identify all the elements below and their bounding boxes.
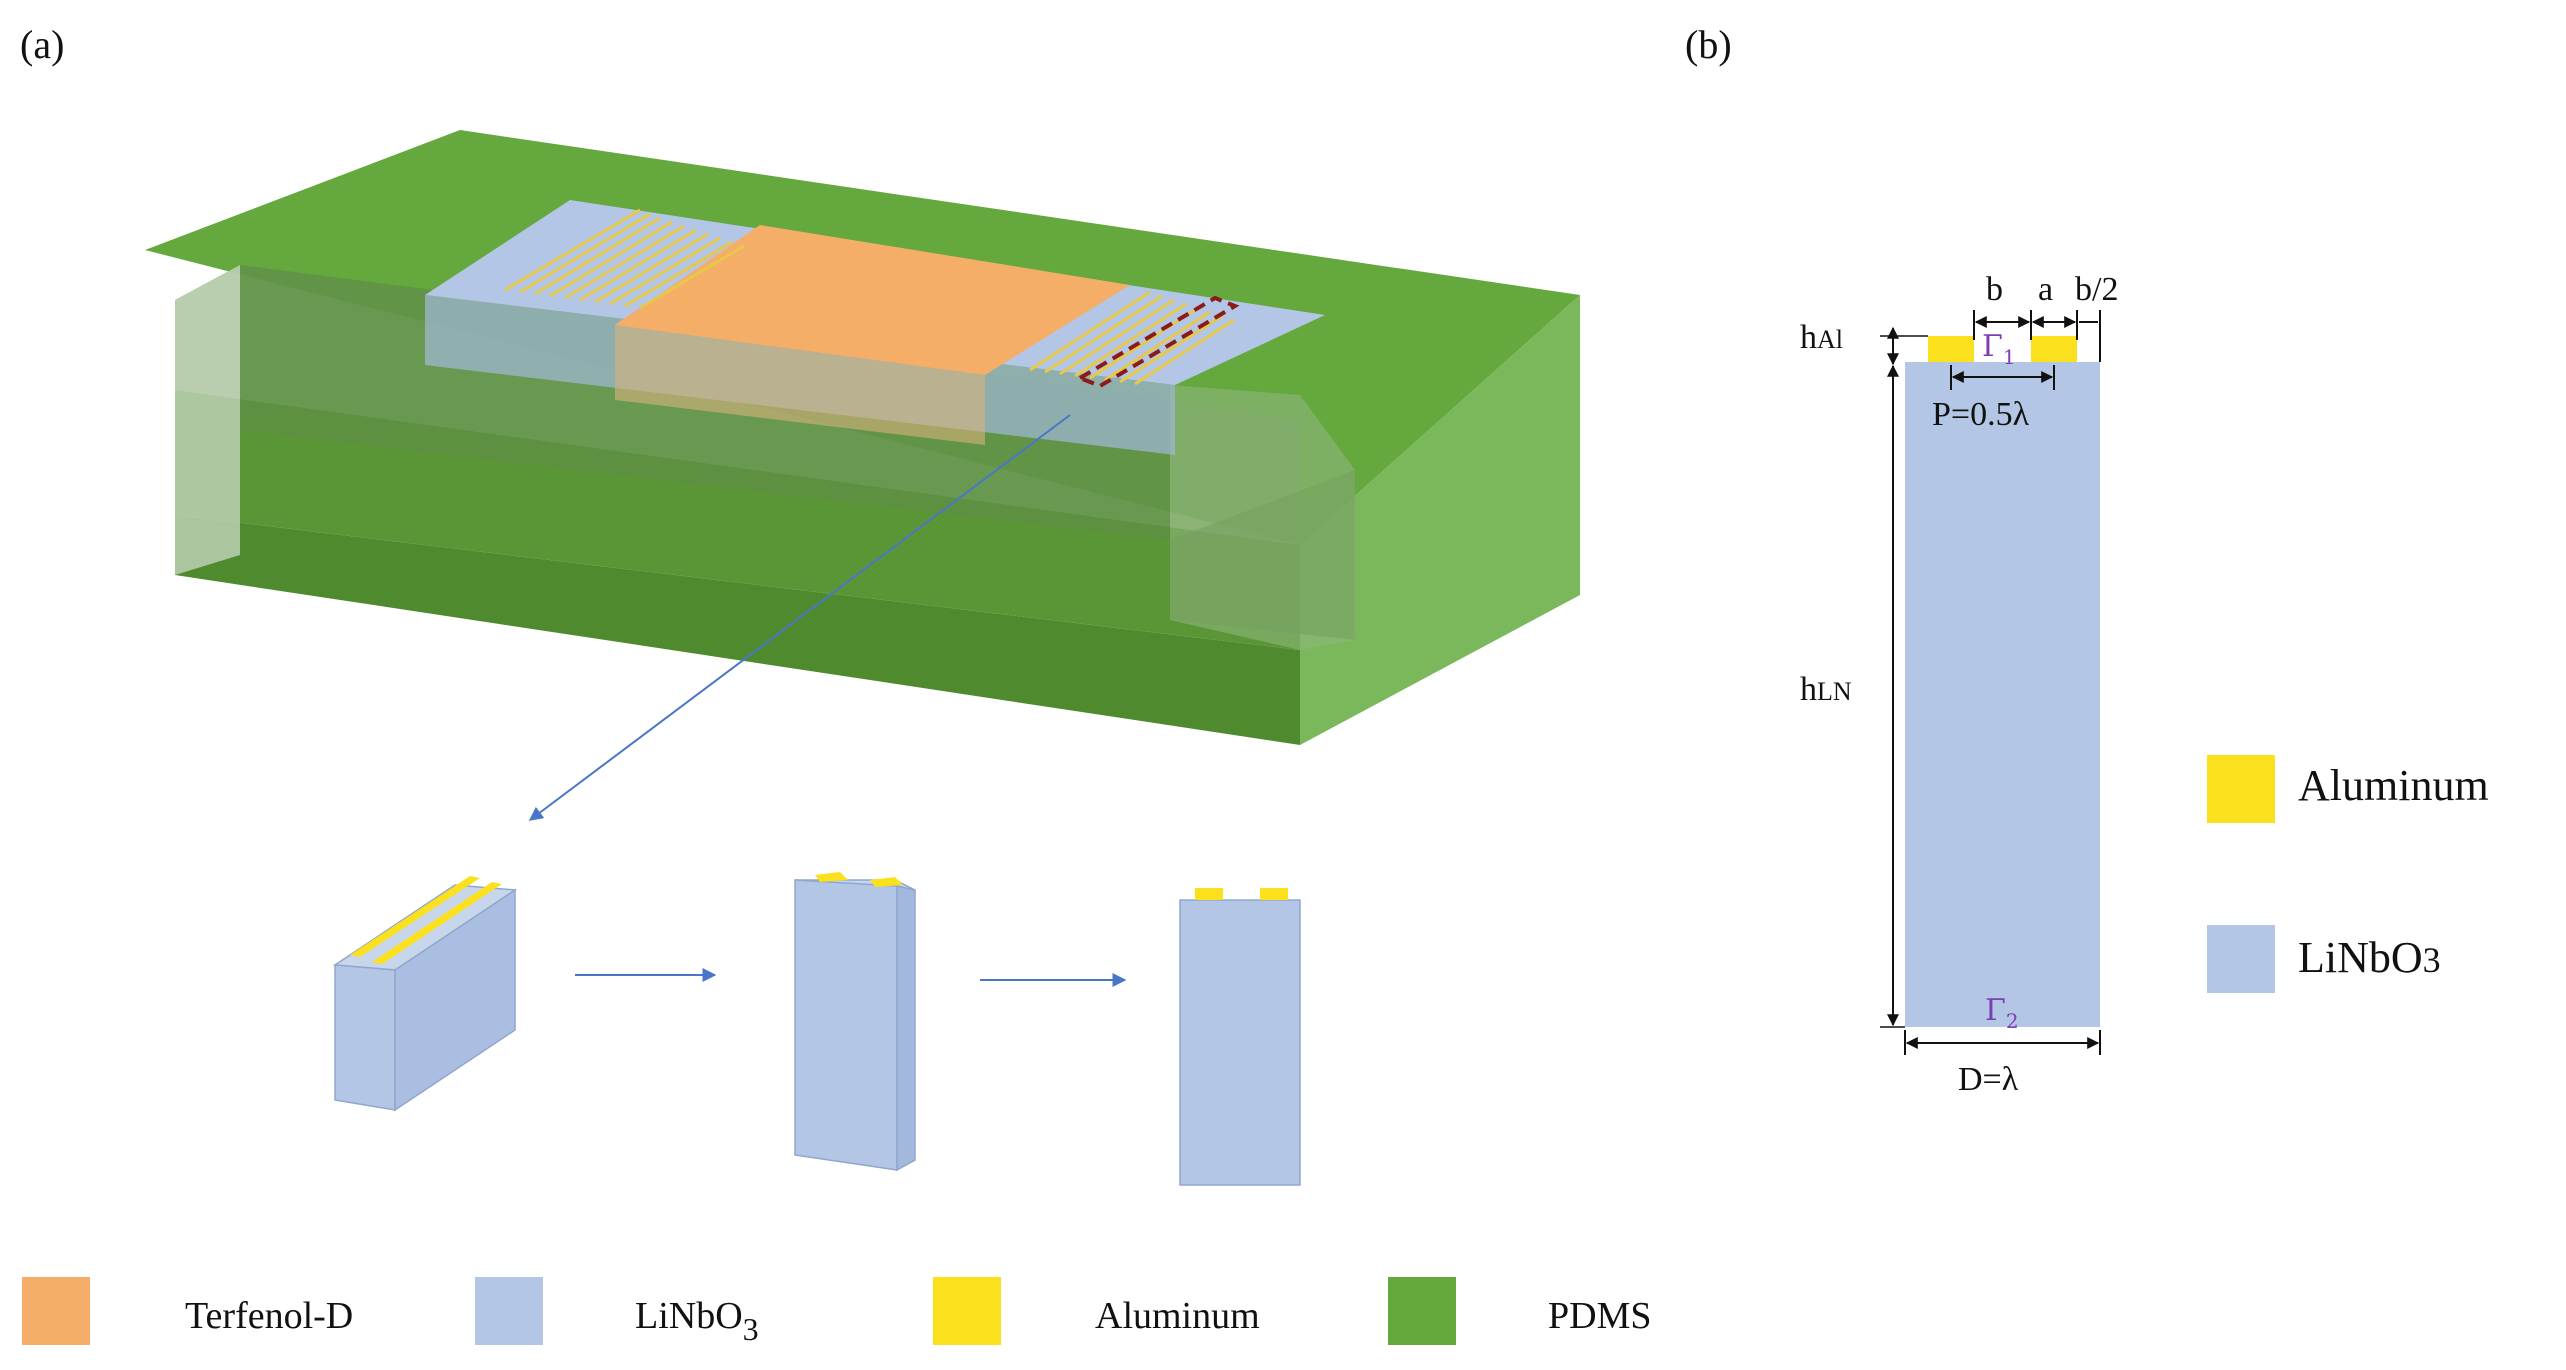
right-idt	[1029, 290, 1235, 386]
terfenol-film-front	[615, 325, 985, 445]
terfenol-film	[615, 225, 1130, 375]
legend-label-aluminum: Aluminum	[1095, 1295, 1260, 1337]
legend-b-label-linbo3: LiNbO3	[2298, 933, 2441, 982]
dim-pitch-label: P=0.5λ	[1932, 396, 2030, 433]
dim-b-label: b	[1986, 271, 2003, 308]
electrode-left	[1928, 336, 1974, 362]
electrode-right	[2031, 336, 2077, 362]
model-step-2	[794, 872, 916, 1172]
panel-b-label: (b)	[1685, 22, 1732, 67]
dim-a-label: a	[2038, 271, 2053, 308]
linbo3-cell	[1905, 362, 2100, 1027]
gamma1-label: Γ1	[1982, 329, 2016, 369]
dim-width-label: D=λ	[1958, 1061, 2019, 1098]
zoom-arrow	[528, 414, 1071, 821]
left-idt	[504, 208, 745, 310]
legend-swatch-linbo3	[475, 1277, 543, 1345]
dim-hal-label: hAl	[1800, 319, 1843, 356]
dim-hln-label: hLN	[1800, 671, 1852, 708]
dim-bhalf-label: b/2	[2075, 271, 2118, 308]
legend-swatch-pdms	[1388, 1277, 1456, 1345]
device-3d	[145, 130, 1580, 821]
model-step-1	[332, 876, 518, 1112]
gamma2-label: Γ2	[1985, 993, 2019, 1033]
pdms-side-face	[1300, 295, 1580, 745]
legend-a: Terfenol-D LiNbO3 Aluminum PDMS	[22, 1277, 1652, 1347]
legend-label-linbo3: LiNbO3	[635, 1295, 759, 1347]
legend-swatch-aluminum	[933, 1277, 1001, 1345]
pdms-front-face	[175, 515, 1300, 745]
legend-label-pdms: PDMS	[1548, 1295, 1652, 1337]
left-end-block	[175, 265, 240, 575]
unit-cell-highlight	[1075, 295, 1240, 389]
model-step-3	[1179, 888, 1301, 1186]
legend-swatch-terfenol	[22, 1277, 90, 1345]
unit-cell-2d: Γ1 Γ2 b a b/2 P=0.5λ hAl hLN D=λ	[1800, 271, 2118, 1098]
right-end-block	[1170, 385, 1355, 650]
legend-label-terfenol: Terfenol-D	[185, 1295, 353, 1337]
legend-b-label-aluminum: Aluminum	[2298, 761, 2489, 810]
legend-b: Aluminum LiNbO3	[2207, 755, 2489, 993]
legend-b-swatch-aluminum	[2207, 755, 2275, 823]
panel-a-label: (a)	[20, 22, 64, 67]
legend-b-swatch-linbo3	[2207, 925, 2275, 993]
